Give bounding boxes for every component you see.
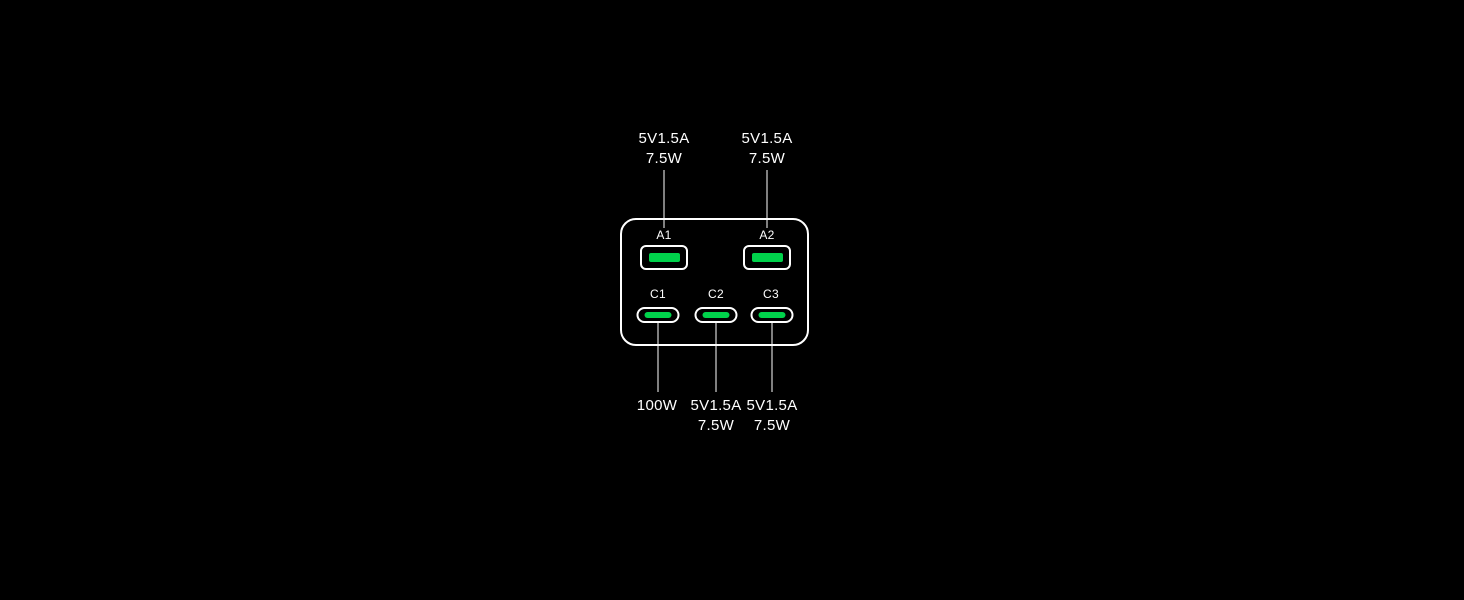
port-c3-usb-c-icon [750,307,794,323]
port-c3-label: C3 [763,287,779,301]
port-a1-usb-a-icon [640,245,688,270]
port-c2-pin [702,312,730,318]
port-a2-spec-line2: 7.5W [748,150,786,167]
port-c3-spec-line2: 7.5W [753,417,791,434]
port-c2-usb-c-icon [694,307,738,323]
port-c3-spec-line1: 5V1.5A [746,397,798,414]
port-a2-label: A2 [759,228,775,242]
port-c2-spec: 5V1.5A 7.5W [690,396,741,436]
port-a2-spec-line1: 5V1.5A [741,130,793,147]
port-c3-pin [758,312,786,318]
port-a1-spec: 5V1.5A 7.5W [638,129,689,169]
connector-line-c3 [771,322,773,392]
port-c1-spec-line1: 100W [636,397,678,414]
port-c2-spec-line1: 5V1.5A [690,397,742,414]
port-c1-usb-c-icon [636,307,680,323]
port-a2-pin [751,253,783,262]
port-c3-spec: 5V1.5A 7.5W [746,396,797,436]
port-c2-label: C2 [708,287,724,301]
connector-line-a2 [766,170,768,228]
port-a1-spec-line2: 7.5W [645,150,683,167]
port-a1-spec-line1: 5V1.5A [638,130,690,147]
port-c1-pin [644,312,672,318]
port-a1-label: A1 [656,228,672,242]
port-a2-usb-a-icon [743,245,791,270]
connector-line-a1 [663,170,665,228]
port-c1-label: C1 [650,287,666,301]
connector-line-c2 [715,322,717,392]
port-a2-spec: 5V1.5A 7.5W [741,129,792,169]
charger-outline [620,218,809,346]
port-a1-pin [648,253,680,262]
connector-line-c1 [657,322,659,392]
port-c2-spec-line2: 7.5W [697,417,735,434]
port-c1-spec: 100W [637,396,677,416]
